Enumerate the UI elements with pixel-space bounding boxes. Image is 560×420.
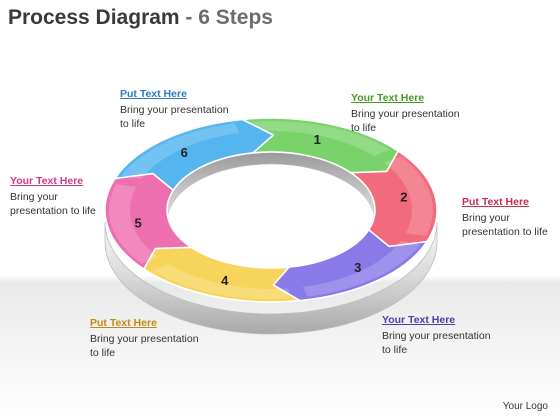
label-step-5-heading: Your Text Here bbox=[10, 175, 84, 187]
label-step-4-body: Bring your presentation to life bbox=[90, 333, 199, 359]
label-step-2-heading: Put Text Here bbox=[462, 196, 529, 208]
ring-segment-highlight-5 bbox=[109, 184, 159, 264]
ring-number-5: 5 bbox=[134, 216, 141, 231]
ring-numbers: 1 2 3 4 5 6 bbox=[134, 132, 407, 288]
ring-segment-6 bbox=[114, 118, 275, 191]
ring-number-2: 2 bbox=[400, 190, 407, 205]
ring-number-6: 6 bbox=[181, 145, 188, 160]
ring-number-3: 3 bbox=[354, 260, 361, 275]
ring-segment-highlight-1 bbox=[251, 121, 390, 157]
label-step-4-heading: Put Text Here bbox=[90, 317, 157, 329]
title-sep: - bbox=[179, 6, 199, 29]
ring-number-1: 1 bbox=[314, 132, 321, 147]
ring-outer-wall bbox=[104, 221, 438, 335]
label-step-3-body: Bring your presentation to life bbox=[382, 330, 491, 356]
label-step-6: Put Text Here Bring your presentation to… bbox=[120, 87, 240, 131]
title-main: Process Diagram bbox=[8, 6, 180, 29]
title-sub: 6 Steps bbox=[198, 6, 273, 29]
label-step-1: Your Text Here Bring your presentation t… bbox=[351, 91, 471, 135]
ring-segments bbox=[104, 117, 438, 303]
label-step-5-body: Bring your presentation to life bbox=[10, 191, 96, 217]
ring-segment-highlight-2 bbox=[383, 156, 433, 236]
label-step-3: Your Text Here Bring your presentation t… bbox=[382, 313, 502, 357]
ring-number-4: 4 bbox=[221, 273, 229, 288]
label-step-3-heading: Your Text Here bbox=[382, 314, 456, 326]
label-step-2: Put Text Here Bring your presentation to… bbox=[462, 195, 554, 239]
label-step-1-body: Bring your presentation to life bbox=[351, 108, 460, 134]
ring-segment-highlight-4 bbox=[152, 263, 291, 299]
logo-text: Your Logo bbox=[502, 401, 548, 412]
ring-segment-highlight-3 bbox=[302, 240, 421, 297]
ring-segment-highlight-6 bbox=[121, 123, 240, 180]
label-step-6-body: Bring your presentation to life bbox=[120, 104, 229, 130]
label-step-2-body: Bring your presentation to life bbox=[462, 212, 548, 238]
page-title: Process Diagram - 6 Steps bbox=[8, 6, 273, 30]
label-step-6-heading: Put Text Here bbox=[120, 88, 187, 100]
label-step-1-heading: Your Text Here bbox=[351, 92, 425, 104]
label-step-4: Put Text Here Bring your presentation to… bbox=[90, 316, 210, 360]
label-step-5: Your Text Here Bring your presentation t… bbox=[10, 174, 102, 218]
